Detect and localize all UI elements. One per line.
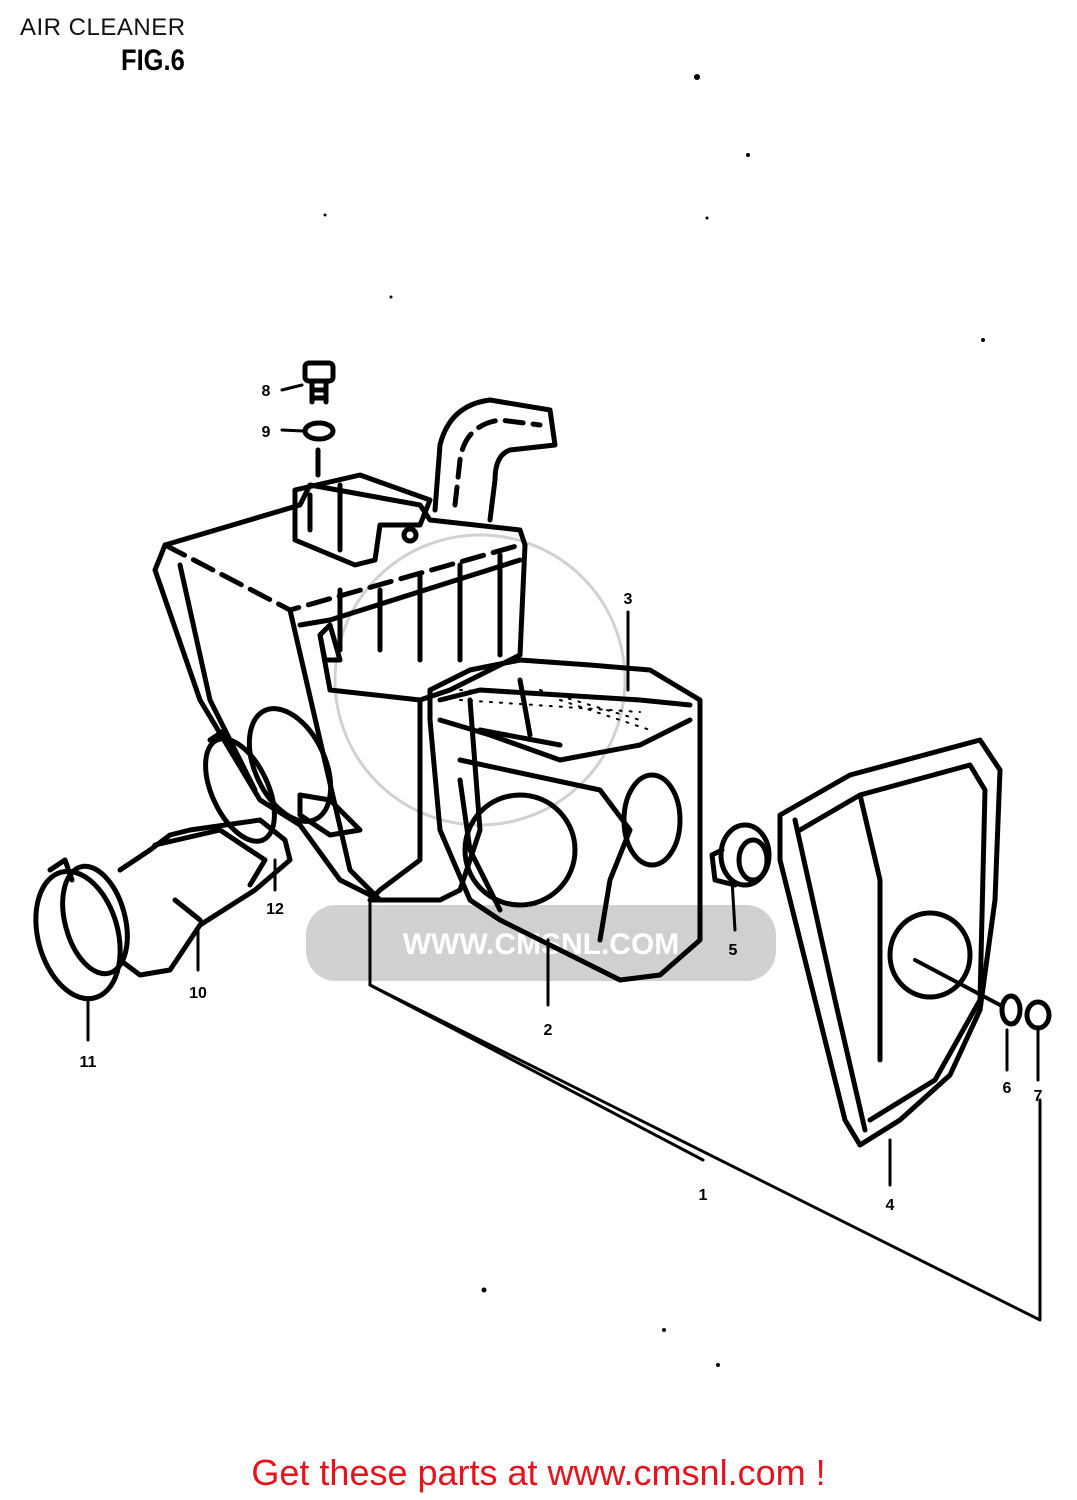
- nut-7: [1024, 999, 1052, 1031]
- callout-11: 11: [80, 1054, 97, 1071]
- footer-parts-link[interactable]: Get these parts at www.cmsnl.com !: [251, 1452, 826, 1493]
- mounting-bracket: [292, 472, 433, 568]
- rubber-plug: [709, 822, 772, 888]
- washer-6: [999, 993, 1023, 1027]
- breather-tube: [432, 397, 558, 523]
- cover-stud: [913, 958, 1002, 1007]
- cleaner-cover: [777, 737, 1003, 1148]
- page-title: AIR CLEANER: [20, 14, 186, 41]
- callout-3: 3: [624, 591, 633, 608]
- filter-element: [427, 657, 703, 983]
- callout-1: 1: [699, 1187, 708, 1204]
- callout-4: 4: [886, 1197, 895, 1214]
- callout-5: 5: [729, 942, 738, 959]
- watermark-logo: [333, 533, 627, 827]
- callout-2: 2: [544, 1022, 553, 1039]
- callout-9: 9: [262, 424, 271, 441]
- leader-lines: [86, 383, 1042, 1322]
- callout-6: 6: [1003, 1080, 1012, 1097]
- figure-label: FIG.6: [121, 44, 185, 77]
- callout-7: 7: [1034, 1088, 1043, 1105]
- exploded-parts-diagram: WWW.CMSNL.COM: [33, 74, 1052, 1367]
- hose-clamp-12: [203, 706, 334, 844]
- callout-8: 8: [262, 383, 271, 400]
- intake-hose: [117, 817, 293, 978]
- washer: [302, 420, 336, 442]
- hose-clamp-11: [33, 857, 130, 1002]
- air-cleaner-case: [152, 482, 528, 903]
- watermark: WWW.CMSNL.COM: [306, 533, 776, 981]
- watermark-text: WWW.CMSNL.COM: [403, 928, 680, 961]
- filter-sponge-texture: [459, 689, 651, 731]
- callout-12: 12: [266, 901, 284, 918]
- scan-specks: [323, 74, 985, 1367]
- bolt: [302, 360, 336, 405]
- callout-10: 10: [189, 985, 207, 1002]
